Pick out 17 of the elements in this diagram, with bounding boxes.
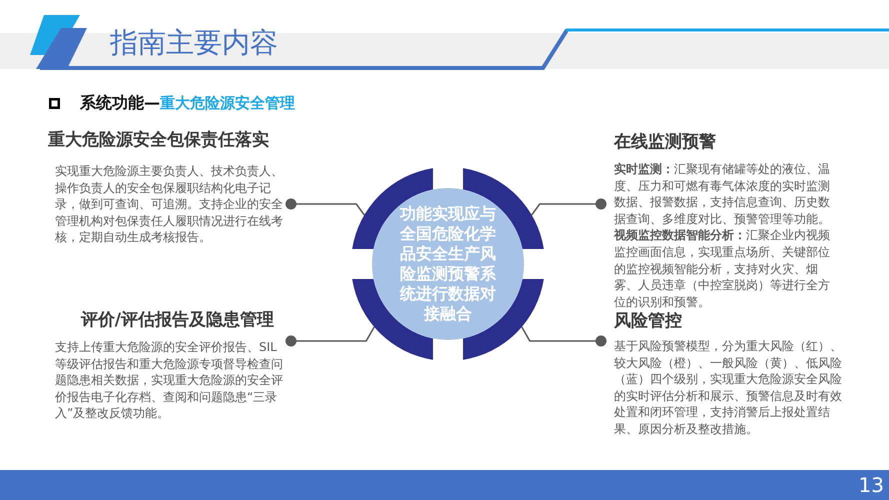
subtitle-topic: 重大危险源安全管理 [160,93,295,114]
leader-line [521,326,606,346]
page-number: 13 [858,472,884,499]
leader-line [531,198,606,216]
section-heading: 风险管控 [614,310,683,332]
leader-line [286,198,365,216]
section-text: 基于风险预警模型，分为重大风险（红）、较大风险（橙）、一般风险（黄）、低风险（蓝）四个级别，实现重大危险源安全风险的实时评估分析和展示、预警信息及时有效处置和闭环管理，支持消警后上报处置结果、原因分析及整改措施。 [614,338,843,438]
section-text: 实现重大危险源主要负责人、技术负责人、操作负责人的安全包保履职结构化电子记录，做到可查询、可追溯。支持企业的安全管理机构对包保责任人履职情况进行在线考核，定期自动生成考核报告。 [55,163,284,246]
section-heading: 评价/评估报告及隐患管理 [80,309,275,331]
section-text: 支持上传重大危险源的安全评价报告、SIL等级评估报告和重大危险源专项督导检查问题隐患相关数据，实现重大危险源的安全评价报告电子化存档、查阅和问题隐患“三录入”及整改反馈功能。 [55,339,284,422]
section-text: 视频监控数据智能分析：汇聚企业内视频监控画面信息，实现重点场所、关键部位的监控视频智能分析，支持对火灾、烟雾、人员违章（中控室脱岗）等进行全方位的识别和预警。 [614,227,831,310]
subtitle-text: 系统功能— [80,92,160,114]
slide-title: 指南主要内容 [110,26,278,60]
section-heading: 在线监测预警 [614,131,717,153]
section-heading: 重大危险源安全包保责任落实 [48,129,270,151]
section-text: 实时监测：汇聚现有储罐等处的液位、温度、压力和可燃有毒气体浓度的实时监测数据、报警数据，支持信息查询、历史数据查询、多维度对比、预警管理等功能。 [614,161,831,228]
leader-line [286,326,375,346]
